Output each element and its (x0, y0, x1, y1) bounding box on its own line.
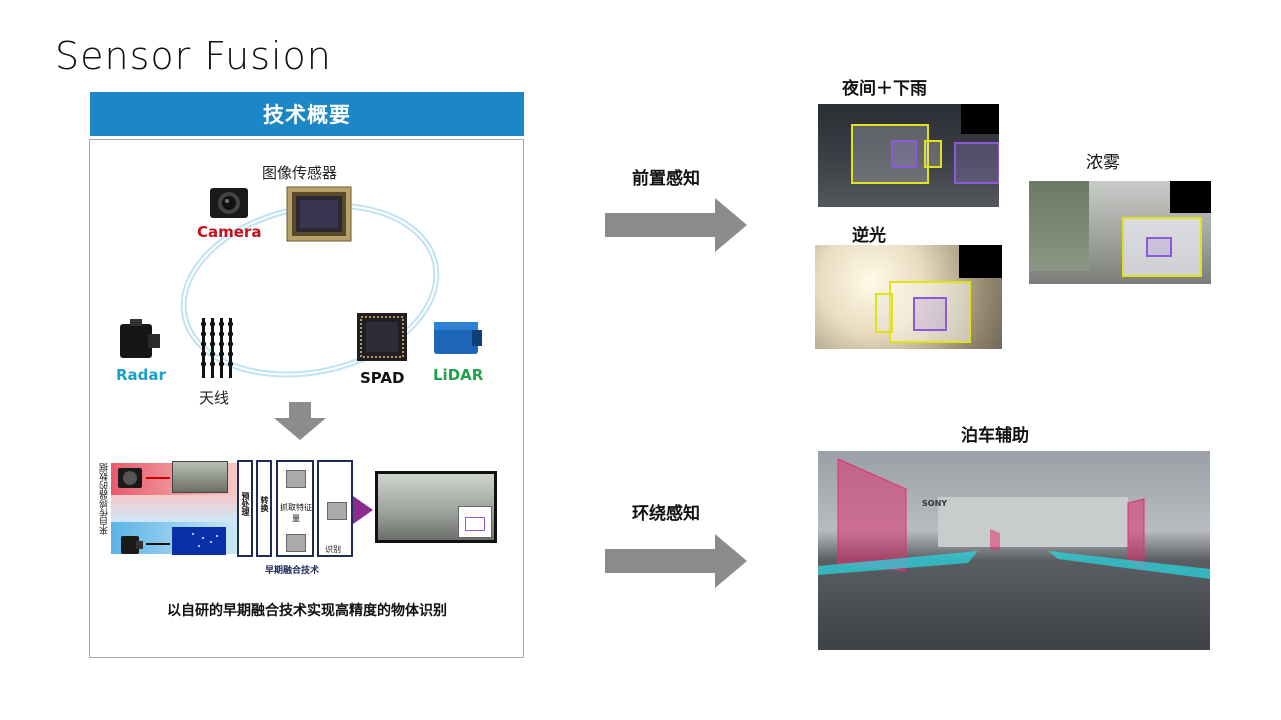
night-rain-photo (818, 104, 999, 207)
night-rain-label: 夜间＋下雨 (842, 79, 927, 99)
early-fusion-caption: 早期融合技术 (265, 566, 320, 576)
fog-label: 浓雾 (1086, 153, 1120, 173)
preprocess-label: 预处理 (241, 492, 250, 516)
pipeline-output-arrow-icon (353, 496, 373, 524)
backlight-inset (959, 245, 1002, 278)
preprocess-stage: 预处理 (237, 460, 253, 557)
fused-result-thumbnail (375, 471, 497, 543)
night-rain-box-purple (891, 140, 917, 168)
overview-header: 技术概要 (90, 92, 524, 136)
fog-photo (1029, 181, 1211, 284)
recognize-label: 识别 (325, 545, 341, 554)
lidar-label: LiDAR (433, 366, 484, 384)
radar-icon (120, 319, 160, 358)
feature-block-bottom-icon (286, 534, 306, 552)
night-rain-inset (961, 104, 999, 134)
radar-frame-thumbnail (172, 527, 226, 555)
backlight-box-yellow-side (875, 293, 893, 333)
fused-result-box (465, 517, 485, 531)
pipeline-camera-icon (118, 468, 142, 488)
radar-label: Radar (116, 366, 166, 384)
pipeline-radar-icon (121, 536, 143, 554)
parking-overlay (818, 458, 1210, 579)
camera-label: Camera (197, 223, 262, 241)
fog-trees (1029, 181, 1089, 271)
recognize-stage: 识别 (317, 460, 353, 557)
radar-flow-line (146, 543, 170, 545)
camera-icon (210, 188, 248, 218)
feature-block-top-icon (286, 470, 306, 488)
surround-sensing-label: 环绕感知 (632, 504, 700, 524)
front-sensing-arrow-icon (605, 198, 747, 252)
night-rain-box-yellow (851, 124, 929, 184)
spad-label: SPAD (360, 369, 405, 387)
camera-flow-line (146, 477, 170, 479)
fused-result-inset (458, 506, 492, 538)
antenna-label: 天线 (199, 389, 230, 407)
overview-footer: 以自研的早期融合技术实现高精度的物体识别 (167, 603, 447, 619)
down-arrow-icon (274, 402, 326, 440)
backlight-box-yellow (889, 281, 971, 343)
fog-inset (1170, 181, 1211, 213)
parking-assist-label: 泊车辅助 (961, 426, 1029, 446)
backlight-label: 逆光 (852, 226, 886, 246)
fog-box-yellow (1122, 217, 1202, 277)
antenna-icon (200, 318, 234, 378)
sensor-data-vertical-label: 来自传感器的数据 (100, 463, 110, 535)
image-sensor-label: 图像传感器 (262, 164, 338, 182)
page-title: Sensor Fusion (55, 34, 332, 78)
parking-sign: SONY (922, 499, 948, 508)
lidar-icon (434, 322, 482, 354)
spad-chip-icon (357, 313, 407, 361)
front-sensing-label: 前置感知 (632, 169, 700, 189)
parking-assist-photo: SONY (818, 451, 1210, 650)
convert-stage: 转换 (256, 460, 272, 557)
recognize-block-icon (327, 502, 347, 520)
night-rain-box-yellow-side (924, 140, 942, 168)
night-rain-box-purple-right (954, 142, 999, 184)
backlight-box-purple (913, 297, 947, 331)
surround-sensing-arrow-icon (605, 534, 747, 588)
backlight-photo (815, 245, 1002, 349)
fog-box-purple (1146, 237, 1172, 257)
feature-label: 抓取特征量 (280, 503, 312, 523)
stream-blend (111, 495, 239, 522)
feature-stage: 抓取特征量 (276, 460, 314, 557)
parking-building (938, 497, 1128, 547)
convert-label: 转换 (260, 496, 269, 512)
image-sensor-chip-icon (286, 186, 352, 242)
camera-frame-thumbnail (172, 461, 228, 493)
